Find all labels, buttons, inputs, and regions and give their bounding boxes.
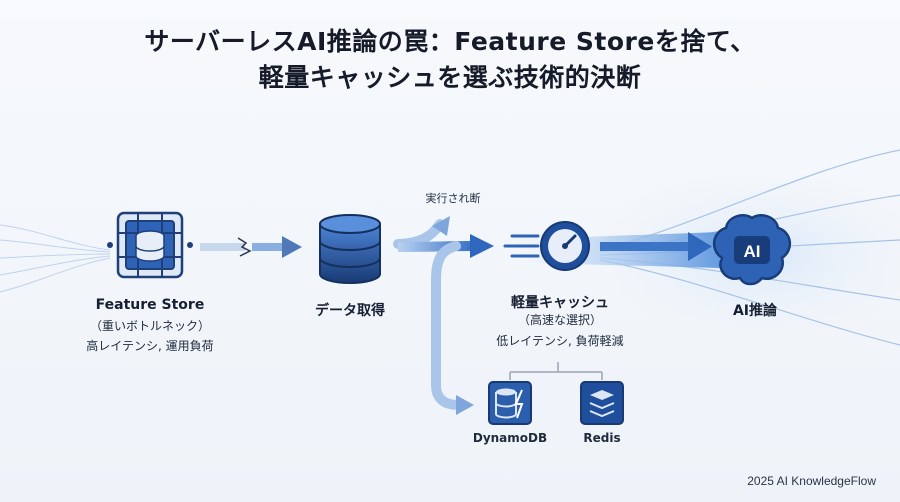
dynamodb-label: DynamoDB (472, 431, 548, 445)
cache-connector (509, 362, 603, 380)
cache-desc: 低レイテンシ, 負荷軽減 (496, 334, 624, 348)
database-icon (319, 214, 381, 284)
footer-credit: 2025 AI KnowledgeFlow (747, 474, 876, 488)
stopwatch-icon (503, 221, 590, 271)
feature-store-icon (107, 211, 193, 279)
cache-note: （高速な選択） (517, 313, 602, 327)
feature-store-note: （重いボトルネック） (89, 319, 210, 333)
ai-brain-icon: AI (713, 214, 791, 286)
left-stream-lines (0, 224, 111, 293)
redis-label: Redis (583, 431, 621, 445)
ai-inference-label: AI推論 (732, 303, 778, 319)
title-line-2: 軽量キャッシュを選ぶ技術的決断 (258, 63, 642, 92)
redis-icon (580, 381, 624, 425)
dynamodb-icon (488, 381, 532, 425)
branch-arrows (393, 216, 494, 415)
feature-store-label: Feature Store (95, 297, 205, 313)
ai-badge-text: AI (744, 242, 761, 261)
data-fetch-label: データ取得 (315, 303, 385, 319)
branch-label: 実行され断 (425, 192, 481, 205)
feature-store-desc: 高レイテンシ, 運用負荷 (86, 339, 214, 353)
cache-label: 軽量キャッシュ (511, 295, 609, 311)
broken-arrow (200, 236, 302, 258)
title-line-1: サーバーレスAI推論の罠：Feature Storeを捨て、 (144, 27, 756, 56)
arrow-to-ai (600, 232, 712, 261)
